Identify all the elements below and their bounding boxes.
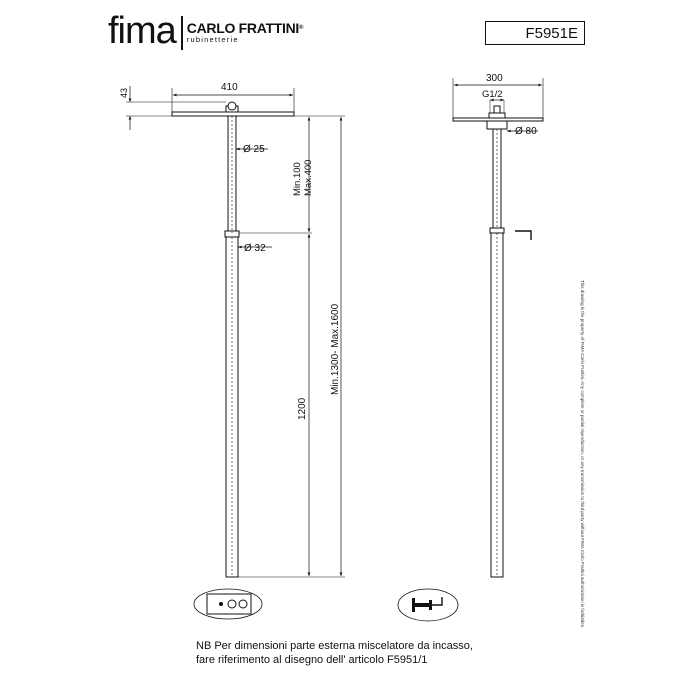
dim-text-g12: G1/2	[482, 89, 503, 100]
front-view	[126, 86, 345, 578]
logo-registered-mark: ®	[299, 25, 304, 31]
front-head-nut	[227, 101, 237, 111]
side-pipe-coupling	[489, 227, 505, 234]
footnote-line2: fare riferimento al disegno dell' artico…	[196, 654, 428, 666]
side-head-connector	[488, 112, 506, 119]
footnote-line1: NB Per dimensioni parte esterna miscelat…	[196, 640, 473, 652]
product-code-box: F5951E	[485, 21, 585, 45]
brand-logo: fima CARLO FRATTINI® rubinetterie	[108, 12, 303, 52]
dim-text-32: Ø 32	[244, 243, 266, 254]
copyright-notice: This drawing is the property of FIMA Car…	[580, 280, 585, 629]
product-code: F5951E	[525, 24, 578, 42]
logo-fima-text: fima	[108, 10, 177, 52]
dim-text-extension-line1: Min.100	[292, 162, 303, 196]
dim-text-43: 43	[119, 88, 129, 98]
dim-text-extension-line2: Max.400	[303, 160, 314, 196]
front-pipe-coupling	[224, 230, 240, 238]
dim-text-extension: Min.100 Max.400	[292, 160, 314, 196]
front-shower-head-plate	[171, 111, 295, 117]
side-flange	[486, 120, 508, 130]
dim-text-410: 410	[221, 82, 238, 93]
logo-carlo-frattini: CARLO FRATTINI® rubinetterie	[186, 20, 304, 44]
side-lever-handle	[515, 230, 532, 240]
mixer-side-icon	[397, 588, 459, 622]
side-view	[452, 78, 544, 578]
logo-cf-text: CARLO FRATTINI	[186, 20, 300, 36]
dim-text-300: 300	[486, 73, 503, 84]
logo-sub-text: rubinetterie	[186, 35, 239, 44]
dim-text-25: Ø 25	[243, 144, 265, 155]
dim-text-1200: 1200	[297, 397, 308, 420]
mixer-front-icon	[193, 588, 263, 620]
dim-text-total: Min.1300- Max.1600	[330, 303, 341, 395]
dim-text-80: Ø 80	[515, 126, 537, 137]
logo-divider	[180, 16, 183, 50]
footnote: NB Per dimensioni parte esterna miscelat…	[196, 639, 473, 667]
